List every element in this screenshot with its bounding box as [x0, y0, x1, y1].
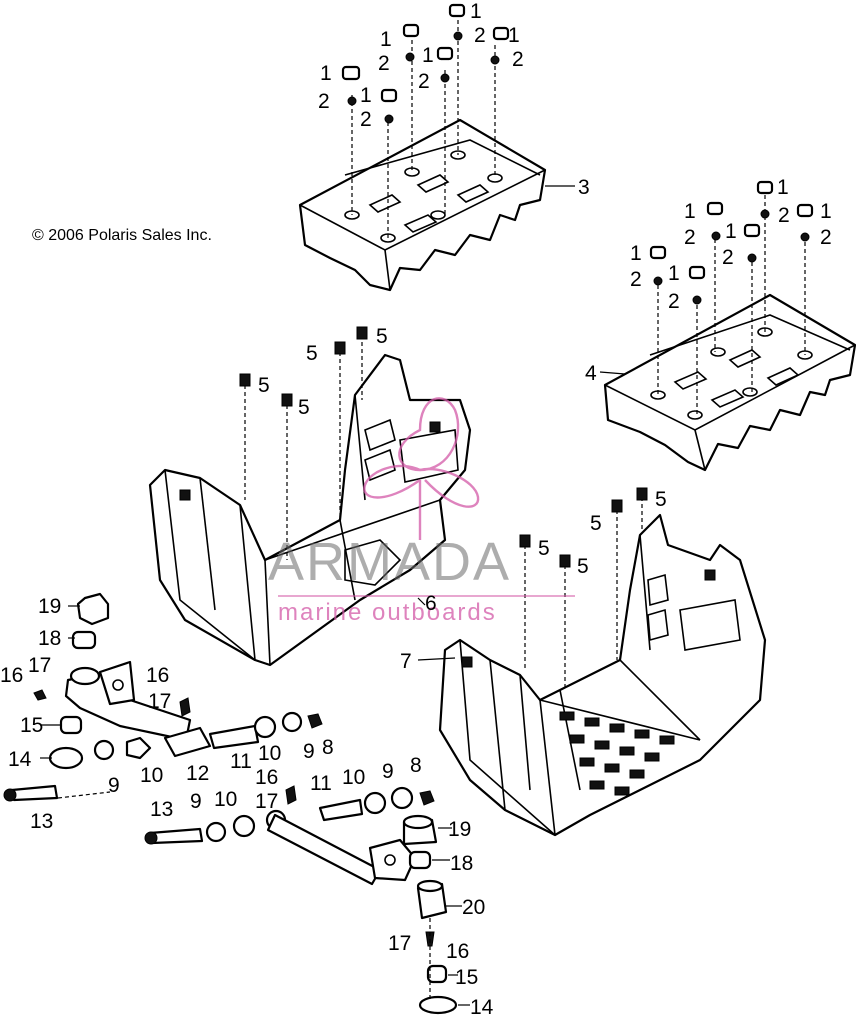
callout-8: 8 [410, 754, 422, 777]
callout-1: 1 [725, 220, 737, 243]
callout-3: 3 [578, 176, 590, 199]
watermark-logo-icon [363, 397, 480, 540]
callout-5: 5 [590, 512, 602, 535]
screw-icon [347, 31, 500, 124]
bolts-5 [239, 326, 648, 690]
callout-2: 2 [318, 90, 330, 113]
callout-15: 15 [20, 714, 43, 737]
callout-1: 1 [360, 84, 372, 107]
callout-5: 5 [298, 396, 310, 419]
callout-1: 1 [630, 242, 642, 265]
callout-2: 2 [630, 268, 642, 291]
callout-13: 13 [150, 798, 173, 821]
callout-2: 2 [474, 24, 486, 47]
copyright-text: © 2006 Polaris Sales Inc. [32, 227, 212, 244]
callout-2: 2 [722, 246, 734, 269]
callout-9: 9 [382, 760, 394, 783]
leader-lines [40, 185, 626, 1006]
callout-17: 17 [28, 654, 51, 677]
callout-17: 17 [255, 790, 278, 813]
callout-2: 2 [778, 204, 790, 227]
footrest-bracket-right [603, 293, 856, 472]
callout-10: 10 [140, 764, 163, 787]
left-hinge-assembly [3, 592, 323, 802]
fasteners-right-bracket [649, 180, 814, 415]
callout-8: 8 [322, 736, 334, 759]
callout-17: 17 [148, 690, 171, 713]
callout-9: 9 [190, 790, 202, 813]
callout-17: 17 [388, 932, 411, 955]
footwell-grip-pattern [559, 711, 675, 796]
callout-1: 1 [380, 28, 392, 51]
callout-15: 15 [455, 966, 478, 989]
callout-2: 2 [512, 48, 524, 71]
callout-7: 7 [400, 650, 412, 673]
footwell-right [438, 513, 767, 837]
callout-16: 16 [446, 940, 469, 963]
callout-labels: 1 2 1 2 1 2 1 2 1 2 1 2 3 1 2 1 2 1 2 1 … [0, 0, 832, 1018]
callout-11: 11 [310, 772, 332, 795]
callout-5: 5 [258, 374, 270, 397]
callout-14: 14 [470, 996, 494, 1018]
callout-12: 12 [186, 762, 209, 785]
callout-19: 19 [448, 818, 471, 841]
callout-19: 19 [38, 595, 61, 618]
callout-5: 5 [577, 555, 589, 578]
callout-16: 16 [146, 664, 169, 687]
callout-18: 18 [38, 627, 61, 650]
callout-1: 1 [820, 200, 832, 223]
callout-13: 13 [30, 810, 53, 833]
callout-14: 14 [8, 748, 32, 771]
callout-2: 2 [378, 52, 390, 75]
callout-10: 10 [214, 788, 237, 811]
callout-11: 11 [230, 750, 252, 773]
callout-1: 1 [668, 262, 680, 285]
callout-2: 2 [668, 290, 680, 313]
callout-5: 5 [376, 325, 388, 348]
callout-5: 5 [655, 488, 667, 511]
callout-2: 2 [684, 226, 696, 249]
callout-10: 10 [258, 742, 281, 765]
callout-9: 9 [108, 774, 120, 797]
callout-1: 1 [508, 24, 520, 47]
right-hinge-assembly [144, 785, 458, 1015]
callout-2: 2 [360, 108, 372, 131]
callout-6: 6 [425, 592, 437, 615]
fasteners-upper-bracket [341, 3, 510, 238]
callout-5: 5 [306, 342, 318, 365]
callout-4: 4 [585, 362, 597, 385]
callout-5: 5 [538, 537, 550, 560]
pushpin-icon [649, 180, 814, 280]
callout-9: 9 [303, 740, 315, 763]
callout-16: 16 [0, 664, 23, 687]
footrest-bracket-upper [298, 118, 547, 292]
callout-2: 2 [820, 226, 832, 249]
watermark-tagline: marine outboards [278, 599, 497, 626]
callout-1: 1 [320, 62, 332, 85]
callout-1: 1 [470, 0, 482, 23]
callout-18: 18 [450, 852, 473, 875]
footwell-left [148, 353, 472, 667]
watermark: ARMADA marine outboards [268, 397, 575, 626]
callout-1: 1 [684, 200, 696, 223]
pushpin-icon [341, 3, 510, 103]
callout-1: 1 [777, 176, 789, 199]
callout-1: 1 [422, 44, 434, 67]
callout-20: 20 [462, 896, 485, 919]
watermark-brand: ARMADA [268, 532, 511, 592]
callout-10: 10 [342, 766, 365, 789]
callout-16: 16 [255, 766, 278, 789]
screw-icon [653, 209, 810, 305]
callout-2: 2 [418, 70, 430, 93]
